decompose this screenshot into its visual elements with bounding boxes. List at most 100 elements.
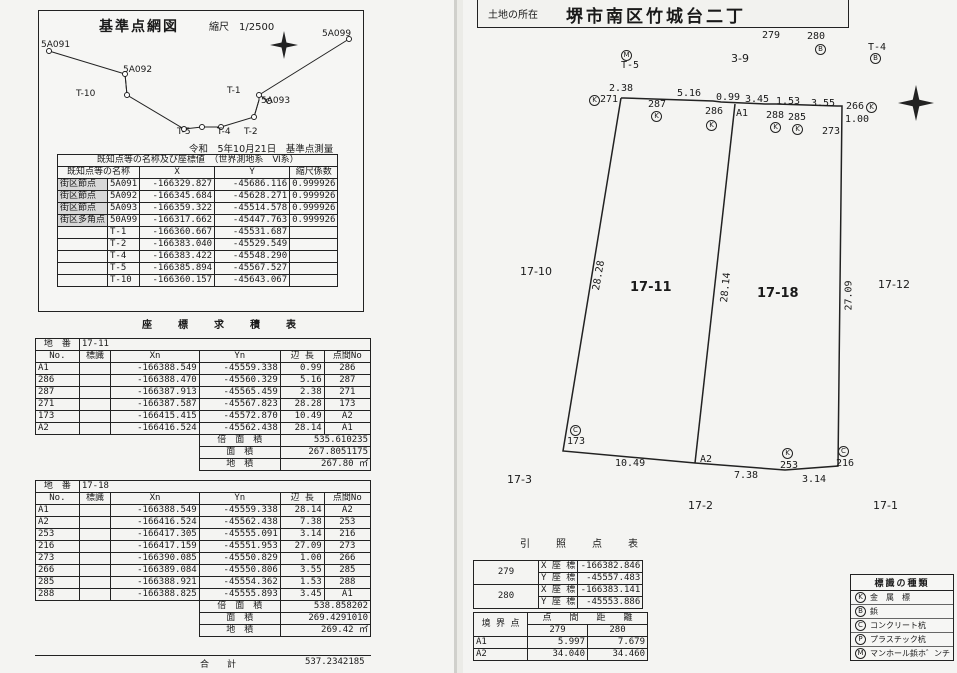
table-cell: A2 bbox=[323, 410, 372, 423]
north-arrow-icon bbox=[898, 85, 934, 121]
header-mark: 標識 bbox=[78, 350, 112, 363]
network-point-mark bbox=[256, 92, 262, 98]
network-point-label: 5A099 bbox=[322, 29, 352, 39]
point-label: 279 bbox=[762, 30, 781, 41]
table-cell: -166360.667 bbox=[139, 226, 216, 239]
table-cell: 285 bbox=[323, 564, 372, 577]
land-area-label: 地 積 bbox=[198, 458, 281, 471]
table-cell: 273 bbox=[35, 552, 80, 565]
table-cell bbox=[78, 528, 112, 541]
network-title: 基準点網図 bbox=[99, 19, 179, 35]
table-cell: 279 bbox=[473, 560, 539, 585]
area-label: 面 積 bbox=[198, 612, 281, 625]
table-cell: 266 bbox=[35, 564, 80, 577]
table-cell: 5A092 bbox=[107, 190, 141, 203]
table-cell: A2 bbox=[472, 648, 529, 661]
table-cell: 271 bbox=[323, 386, 372, 399]
table-cell: 287 bbox=[35, 386, 80, 399]
control-table-title: 既知点等の名称及び座標値 （世界測地系 Ⅵ系） bbox=[56, 154, 339, 167]
network-traverse-line bbox=[48, 38, 350, 130]
table-cell: 286 bbox=[35, 374, 80, 387]
page-fold bbox=[454, 0, 457, 673]
double-area-label: 倍 面 積 bbox=[198, 600, 281, 613]
table-cell: -45514.578 bbox=[214, 202, 291, 215]
network-point-label: T-1 bbox=[227, 86, 241, 96]
network-link-line bbox=[124, 73, 128, 96]
distance-label: 3.14 bbox=[802, 474, 827, 485]
table-cell: Y 座 標 bbox=[537, 572, 579, 585]
table-cell: T-2 bbox=[107, 238, 141, 251]
parcel-boundary bbox=[562, 97, 843, 471]
point-label: 273 bbox=[822, 126, 841, 137]
table-cell: -45553.886 bbox=[577, 596, 644, 609]
lot-number: 17-11 bbox=[78, 338, 372, 351]
table-row: T-4-166383.422-45548.290 bbox=[56, 250, 339, 263]
table-cell: A1 bbox=[35, 362, 80, 375]
legend-label: 金 属 標 bbox=[870, 593, 910, 602]
table-cell: 2.38 bbox=[279, 386, 325, 399]
land-area-value: 267.80 bbox=[321, 459, 354, 469]
total-value: 537.2342185 bbox=[305, 657, 365, 667]
table-cell: -166387.913 bbox=[110, 386, 200, 399]
table-cell: -45628.271 bbox=[214, 190, 291, 203]
neighbor-lot-label: 17-1 bbox=[873, 499, 898, 512]
point-label: A2 bbox=[700, 454, 713, 465]
total-row: 合 計 537.2342185 bbox=[35, 655, 371, 670]
lot-label: 地 番 bbox=[35, 338, 80, 351]
table-cell: -166416.524 bbox=[110, 422, 200, 435]
ref-279-header: 279 bbox=[527, 624, 588, 637]
address-bar: 土地の所在 堺市南区竹城台二丁 bbox=[477, 0, 849, 28]
north-arrow-icon bbox=[270, 31, 298, 59]
double-area-label: 倍 面 積 bbox=[198, 434, 281, 447]
table-cell: 5A091 bbox=[107, 178, 141, 191]
control-header-x: X bbox=[139, 166, 216, 179]
table-cell: -45447.763 bbox=[214, 214, 291, 227]
table-cell bbox=[56, 250, 109, 263]
control-header-name: 既知点等の名称 bbox=[56, 166, 141, 179]
double-area-value: 535.610235 bbox=[279, 434, 372, 447]
table-cell: A2 bbox=[323, 504, 372, 517]
point-label: 287 bbox=[648, 99, 667, 110]
header-xn: Xn bbox=[110, 492, 200, 505]
lot-17-11-table: 地 番 17-11 No. 標識 Xn Yn 辺 長 点間No A1-16638… bbox=[35, 338, 372, 471]
table-cell bbox=[78, 398, 112, 411]
table-cell: 7.679 bbox=[587, 636, 648, 649]
table-cell: 216 bbox=[35, 540, 80, 553]
distance-label: 3.45 bbox=[745, 94, 770, 105]
network-point-mark bbox=[181, 126, 187, 132]
reference-table-title: 引 照 点 表 bbox=[520, 539, 646, 550]
table-cell: -166387.587 bbox=[110, 398, 200, 411]
table-cell: -166359.322 bbox=[139, 202, 216, 215]
table-cell: 273 bbox=[323, 540, 372, 553]
distance-label: 7.38 bbox=[734, 470, 759, 481]
network-point-label: T-2 bbox=[244, 127, 258, 137]
table-cell bbox=[78, 588, 112, 601]
table-cell: -45562.438 bbox=[198, 422, 281, 435]
table-cell: -166385.894 bbox=[139, 262, 216, 275]
network-point-label: T-4 bbox=[217, 127, 231, 137]
header-side-length: 辺 長 bbox=[279, 350, 325, 363]
area-value: 267.8051175 bbox=[279, 446, 372, 459]
table-cell bbox=[78, 362, 112, 375]
table-cell: A1 bbox=[35, 504, 80, 517]
table-cell: -166388.921 bbox=[110, 576, 200, 589]
legend-title: 標識の種類 bbox=[851, 575, 953, 591]
table-cell: A1 bbox=[323, 422, 372, 435]
table-cell: -166388.470 bbox=[110, 374, 200, 387]
table-row: T-10-166360.157-45643.067 bbox=[56, 274, 339, 287]
network-point-label: 5A091 bbox=[41, 40, 71, 50]
table-cell bbox=[56, 274, 109, 287]
distance-label: 10.49 bbox=[615, 458, 646, 469]
table-cell: 253 bbox=[35, 528, 80, 541]
total-label: 合 計 bbox=[200, 660, 237, 670]
area-unit: ㎡ bbox=[358, 459, 368, 469]
table-cell: 5.997 bbox=[527, 636, 588, 649]
